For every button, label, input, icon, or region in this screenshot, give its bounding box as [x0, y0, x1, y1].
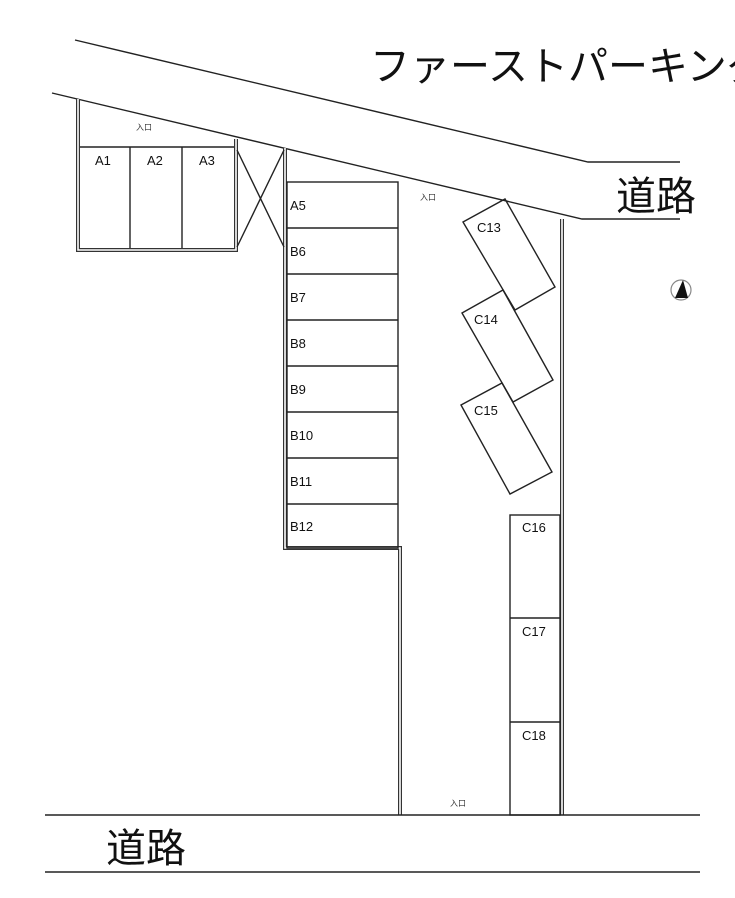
space-b11[interactable]: B11 [290, 474, 312, 489]
section-c-straight: C16 C17 C18 [509, 514, 561, 816]
space-b10[interactable]: B10 [290, 428, 313, 443]
space-a1[interactable]: A1 [95, 153, 111, 168]
top-road-upper-edge [74, 39, 680, 163]
no-parking-area [236, 149, 285, 248]
space-c16[interactable]: C16 [522, 520, 546, 535]
entrance-label: 入口 [450, 799, 466, 808]
space-b6[interactable]: B6 [290, 244, 306, 259]
space-c14[interactable]: C14 [474, 312, 498, 327]
space-b12[interactable]: B12 [290, 519, 313, 534]
space-a3[interactable]: A3 [199, 153, 215, 168]
north-arrow-icon [670, 279, 692, 301]
section-b: A5 B6 B7 B8 B9 B10 B11 B12 [286, 181, 399, 549]
section-a: 入口 A1 A2 A3 [80, 123, 234, 248]
space-b9[interactable]: B9 [290, 382, 306, 397]
parking-title: ファーストパーキング [370, 44, 735, 90]
space-c15[interactable]: C15 [474, 403, 498, 418]
space-c18[interactable]: C18 [522, 728, 546, 743]
top-road-lower-edge [51, 92, 680, 220]
space-b7[interactable]: B7 [290, 290, 306, 305]
space-c17[interactable]: C17 [522, 624, 546, 639]
space-a5[interactable]: A5 [290, 198, 306, 213]
section-c-angled: C13 C14 C15 [460, 198, 556, 495]
entrance-label: 入口 [420, 193, 436, 202]
space-a2[interactable]: A2 [147, 153, 163, 168]
entrance-label: 入口 [136, 123, 152, 132]
bottom-road-label: 道路 [106, 826, 186, 872]
space-c13[interactable]: C13 [477, 220, 501, 235]
space-b8[interactable]: B8 [290, 336, 306, 351]
top-road-label: 道路 [616, 174, 696, 220]
